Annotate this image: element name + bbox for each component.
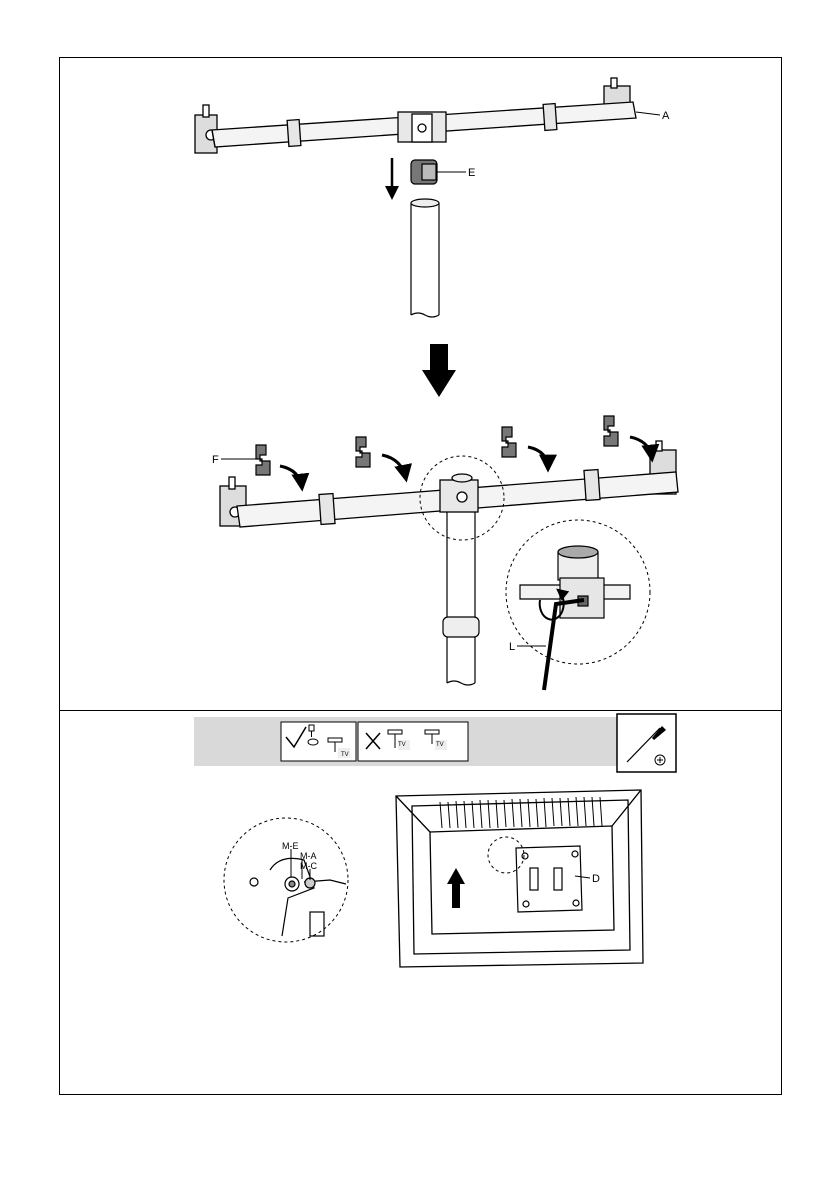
vesa-plate-d	[516, 846, 582, 912]
crossbar-bottom	[220, 441, 678, 527]
detail-zoom-screw	[224, 818, 348, 942]
pole-top	[411, 199, 439, 317]
callout-d: D	[592, 873, 600, 885]
detail-zoom-hex-key	[506, 520, 650, 690]
callout-a: A	[662, 110, 670, 122]
down-arrow-small	[385, 158, 399, 200]
tv-label: TV	[436, 742, 444, 748]
wrong-screw-box: TV TV	[358, 722, 468, 761]
callout-e: E	[468, 167, 475, 179]
big-down-arrow	[422, 344, 456, 397]
tv-label: TV	[398, 742, 406, 748]
callout-mc: M-C	[300, 861, 317, 871]
callout-me: M-E	[282, 841, 299, 851]
tv-label: TV	[341, 752, 349, 758]
screwdriver-box	[617, 714, 676, 772]
crossbar-top	[195, 78, 636, 153]
clips-f	[256, 416, 618, 475]
callout-f: F	[212, 454, 219, 466]
callout-l: L	[509, 641, 515, 653]
part-e	[411, 160, 437, 184]
correct-screw-box: TV	[281, 722, 356, 761]
callout-ma: M-A	[300, 851, 317, 861]
